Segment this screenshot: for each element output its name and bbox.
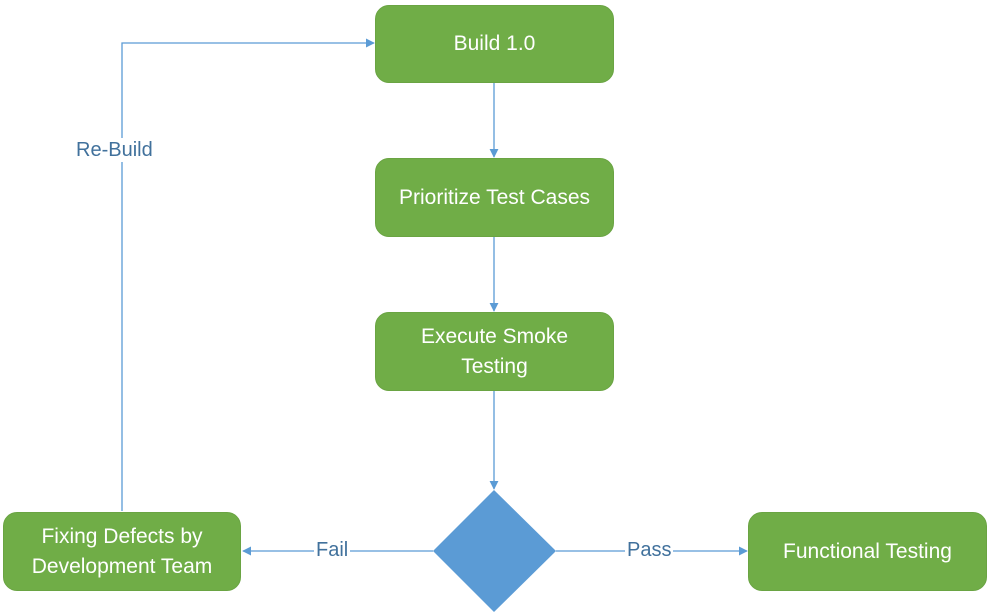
edge-label-pass: Pass bbox=[625, 538, 674, 562]
node-execute-label-line1: Execute Smoke bbox=[420, 324, 569, 348]
node-execute-label-line2: Testing bbox=[461, 354, 528, 378]
node-functional-testing: Functional Testing bbox=[748, 512, 987, 591]
node-prioritize-test-cases: Prioritize Test Cases bbox=[375, 158, 614, 237]
node-prioritize-label: Prioritize Test Cases bbox=[398, 185, 590, 209]
node-build: Build 1.0 bbox=[375, 5, 614, 83]
edge-label-fail: Fail bbox=[314, 538, 351, 562]
decision-diamond bbox=[433, 490, 556, 612]
node-fixing-label-line1: Fixing Defects by bbox=[41, 524, 203, 548]
node-execute-smoke-testing: Execute Smoke Testing bbox=[375, 312, 614, 391]
node-fixing-label-line2: Development Team bbox=[31, 554, 213, 578]
node-build-label: Build 1.0 bbox=[453, 32, 536, 55]
node-fixing-defects: Fixing Defects by Development Team bbox=[3, 512, 241, 591]
connector-rebuild-loop bbox=[121, 38, 375, 511]
node-functional-label: Functional Testing bbox=[783, 539, 952, 563]
edge-label-rebuild: Re-Build bbox=[72, 138, 157, 162]
